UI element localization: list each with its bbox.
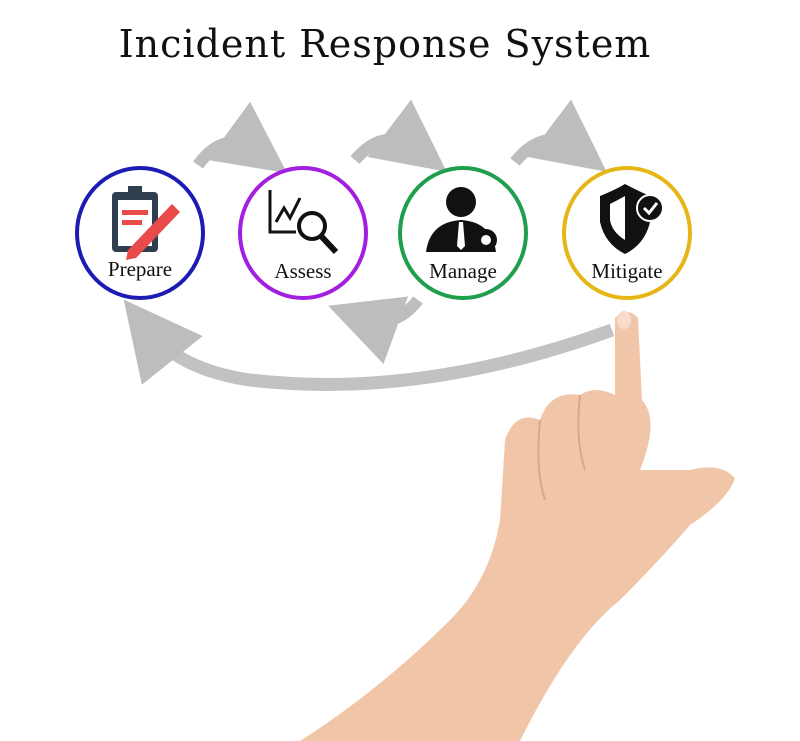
- arrow-assess-to-manage: [350, 99, 447, 172]
- step-label-prepare: Prepare: [108, 257, 172, 281]
- arrow-manage-to-mitigate: [510, 99, 607, 172]
- step-label-assess: Assess: [274, 259, 331, 283]
- arrow-prepare-to-assess: [193, 101, 288, 174]
- diagram-title: Incident Response System: [118, 22, 652, 66]
- clipboard-pen-icon: [112, 186, 180, 260]
- arrow-mitigate-to-prepare: [123, 299, 615, 391]
- step-label-manage: Manage: [429, 259, 497, 283]
- arrow-manage-to-assess: [328, 296, 423, 365]
- step-prepare: Prepare: [75, 166, 205, 300]
- step-manage: Manage: [398, 166, 528, 300]
- pointing-hand-image: [300, 311, 735, 741]
- chart-magnifier-icon: [268, 190, 339, 255]
- person-gear-icon: [426, 187, 497, 252]
- shield-check-icon: [600, 184, 664, 254]
- step-mitigate: Mitigate: [562, 166, 692, 300]
- step-assess: Assess: [238, 166, 368, 300]
- step-label-mitigate: Mitigate: [591, 259, 662, 283]
